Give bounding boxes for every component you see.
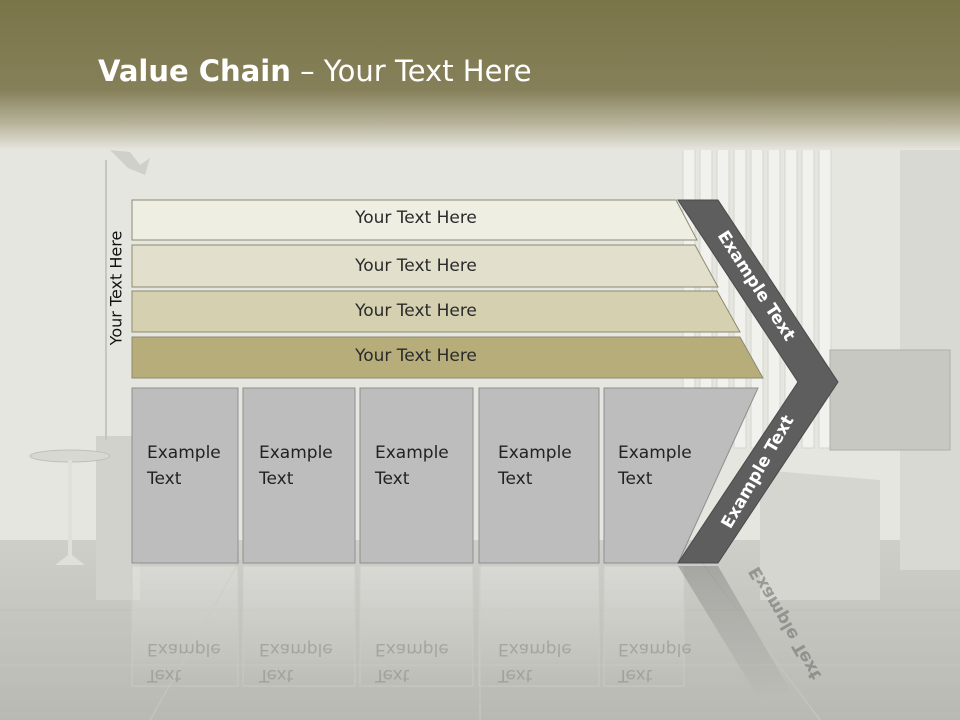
box-2-reflection: Text Example [259, 636, 333, 688]
box-4-line2: Text [498, 469, 533, 489]
header-band [0, 0, 960, 150]
side-label: Your Text Here [106, 230, 126, 346]
row-1-shape [131, 199, 698, 241]
box-4-line1: Example [498, 443, 572, 463]
box-5-reflection: Text Example [618, 636, 692, 688]
box-3-reflection: Text Example [375, 636, 449, 688]
box-4-reflection: Text Example [498, 636, 572, 688]
box-2-reflection-line2: Text [259, 665, 294, 685]
box-3-shape [359, 387, 474, 564]
box-5-line1: Example [618, 443, 692, 463]
box-3-reflection-line1: Example [375, 639, 449, 659]
box-3-label: Example Text [375, 440, 449, 492]
chevron-shape [677, 199, 839, 564]
box-2-shape [242, 387, 356, 564]
box-1-reflection: Text Example [147, 636, 221, 688]
row-2-label: Your Text Here [355, 256, 477, 276]
box-1-reflection-line2: Text [147, 665, 182, 685]
box-2-label: Example Text [259, 440, 333, 492]
box-5-reflection-line1: Example [618, 639, 692, 659]
title-rest: – Your Text Here [290, 54, 532, 88]
slide-title: Value Chain – Your Text Here [98, 54, 532, 88]
box-4-label: Example Text [498, 440, 572, 492]
box-4-reflection-line2: Text [498, 665, 533, 685]
box-1-line1: Example [147, 443, 221, 463]
row-1-label: Your Text Here [355, 208, 477, 228]
reflection [131, 565, 790, 700]
box-1-label: Example Text [147, 440, 221, 492]
row-3-shape [131, 290, 741, 333]
box-4-reflection-line1: Example [498, 639, 572, 659]
row-4-label: Your Text Here [355, 346, 477, 366]
box-1-line2: Text [147, 469, 182, 489]
box-4-shape [478, 387, 600, 564]
title-bold: Value Chain [98, 54, 291, 88]
box-1-reflection-line1: Example [147, 639, 221, 659]
box-5-label: Example Text [618, 440, 692, 492]
box-5-line2: Text [618, 469, 653, 489]
box-2-line1: Example [259, 443, 333, 463]
box-3-line2: Text [375, 469, 410, 489]
row-4-shape [131, 336, 764, 379]
box-1-shape [131, 387, 239, 564]
box-5-reflection-line2: Text [618, 665, 653, 685]
box-2-reflection-line1: Example [259, 639, 333, 659]
box-3-reflection-line2: Text [375, 665, 410, 685]
box-3-line1: Example [375, 443, 449, 463]
row-3-label: Your Text Here [355, 301, 477, 321]
row-2-shape [131, 244, 719, 288]
box-2-line2: Text [259, 469, 294, 489]
